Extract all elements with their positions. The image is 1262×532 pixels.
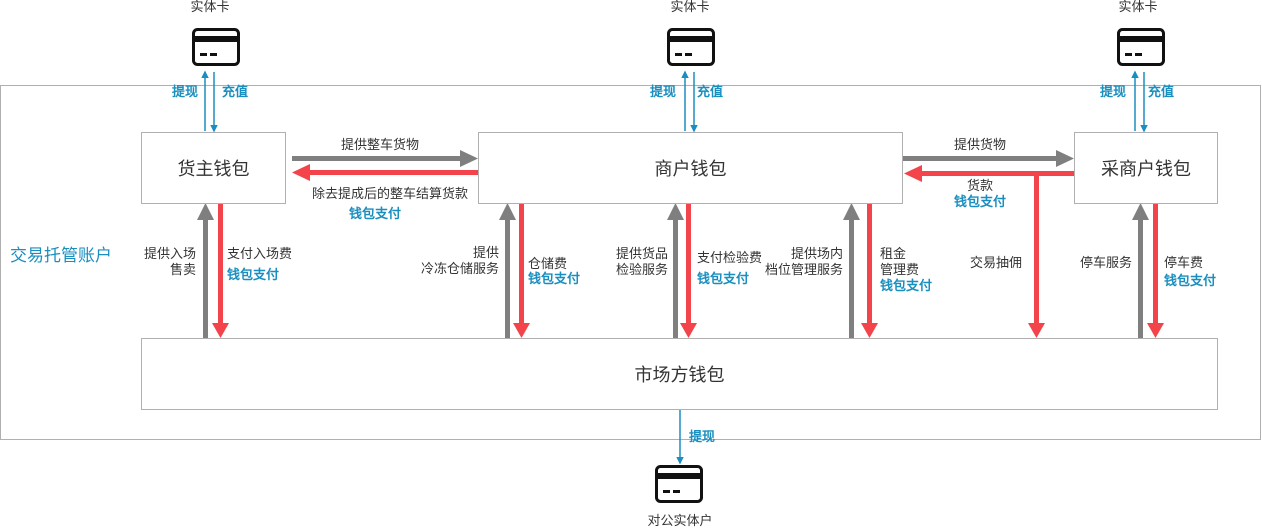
cold-storage-label-2: 冷冻仓储服务 xyxy=(420,262,499,277)
arrow-market-cold-storage xyxy=(505,218,510,338)
settlement-wallet-pay-label: 钱包支付 xyxy=(348,207,401,222)
inspection-fee-label: 支付检验费 xyxy=(697,251,763,266)
provide-whole-truck-label: 提供整车货物 xyxy=(340,138,419,153)
arrow-entry-fee xyxy=(218,203,223,325)
arrow-buyer-to-merchant xyxy=(920,171,1074,176)
inspection-fee-wallet-pay-label: 钱包支付 xyxy=(697,272,750,287)
market-wallet-label: 市场方钱包 xyxy=(634,365,725,386)
credit-card-icon xyxy=(192,28,240,66)
credit-card-icon xyxy=(667,28,715,66)
stall-service-label-2: 档位管理服务 xyxy=(764,263,843,278)
escrow-account-label: 交易托管账户 xyxy=(10,246,112,266)
storage-fee-wallet-pay-label: 钱包支付 xyxy=(528,272,581,287)
escrow-account-border xyxy=(0,85,1261,440)
entry-fee-wallet-pay-label: 钱包支付 xyxy=(227,268,280,283)
entry-sale-label-1: 提供入场 xyxy=(143,247,196,262)
merchant-wallet-box: 商户钱包 xyxy=(478,132,903,204)
card-middle-label: 实体卡 xyxy=(670,0,710,15)
shipper-wallet-label: 货主钱包 xyxy=(177,159,250,180)
arrow-storage-fee xyxy=(519,203,524,325)
buyer-withdraw-label: 提现 xyxy=(1099,85,1126,100)
credit-card-icon xyxy=(655,465,703,503)
stall-service-label-1: 提供场内 xyxy=(790,247,843,262)
parking-fee-label: 停车费 xyxy=(1164,256,1204,271)
arrow-market-inspection xyxy=(673,218,678,338)
merchant-wallet-label: 商户钱包 xyxy=(654,159,727,180)
rent-label-2: 管理费 xyxy=(880,263,920,278)
credit-card-icon xyxy=(1117,28,1165,66)
parking-service-label: 停车服务 xyxy=(1079,256,1132,271)
arrow-shipper-to-merchant xyxy=(292,156,462,161)
card-bottom-label: 对公实体户 xyxy=(647,514,713,529)
shipper-withdraw-label: 提现 xyxy=(171,85,198,100)
cold-storage-label-1: 提供 xyxy=(472,246,499,261)
goods-payment-label: 货款 xyxy=(966,179,993,194)
arrow-merchant-to-shipper xyxy=(308,170,478,175)
settlement-payment-label: 除去提成后的整车结算货款 xyxy=(311,187,468,202)
arrow-parking-fee xyxy=(1153,203,1158,325)
arrow-rent-fee xyxy=(867,203,872,325)
merchant-withdraw-label: 提现 xyxy=(649,85,676,100)
storage-fee-label: 仓储费 xyxy=(528,257,568,272)
goods-wallet-pay-label: 钱包支付 xyxy=(953,195,1006,210)
buyer-recharge-label: 充值 xyxy=(1148,85,1175,100)
shipper-recharge-label: 充值 xyxy=(222,85,249,100)
merchant-recharge-label: 充值 xyxy=(697,85,724,100)
arrow-merchant-to-buyer xyxy=(903,156,1058,161)
arrow-market-stall xyxy=(849,218,854,338)
entry-sale-label-2: 售卖 xyxy=(169,263,196,278)
parking-fee-wallet-pay-label: 钱包支付 xyxy=(1164,274,1217,289)
shipper-wallet-box: 货主钱包 xyxy=(141,132,286,204)
arrow-inspection-fee xyxy=(686,203,691,325)
card-left-label: 实体卡 xyxy=(190,0,230,15)
inspection-label-2: 检验服务 xyxy=(615,263,668,278)
arrow-market-parking xyxy=(1138,218,1143,338)
market-wallet-box: 市场方钱包 xyxy=(141,338,1218,410)
rent-label-1: 租金 xyxy=(880,247,907,262)
provide-goods-label: 提供货物 xyxy=(953,138,1006,153)
card-right-label: 实体卡 xyxy=(1118,0,1158,15)
arrow-commission xyxy=(1034,174,1039,325)
market-withdraw-label: 提现 xyxy=(689,430,716,445)
buyer-wallet-label: 采商户钱包 xyxy=(1101,159,1191,180)
arrow-market-entry-sale xyxy=(203,218,208,338)
rent-wallet-pay-label: 钱包支付 xyxy=(880,279,933,294)
buyer-wallet-box: 采商户钱包 xyxy=(1074,132,1218,204)
entry-fee-label: 支付入场费 xyxy=(227,247,293,262)
inspection-label-1: 提供货品 xyxy=(615,247,668,262)
commission-label: 交易抽佣 xyxy=(969,256,1022,271)
